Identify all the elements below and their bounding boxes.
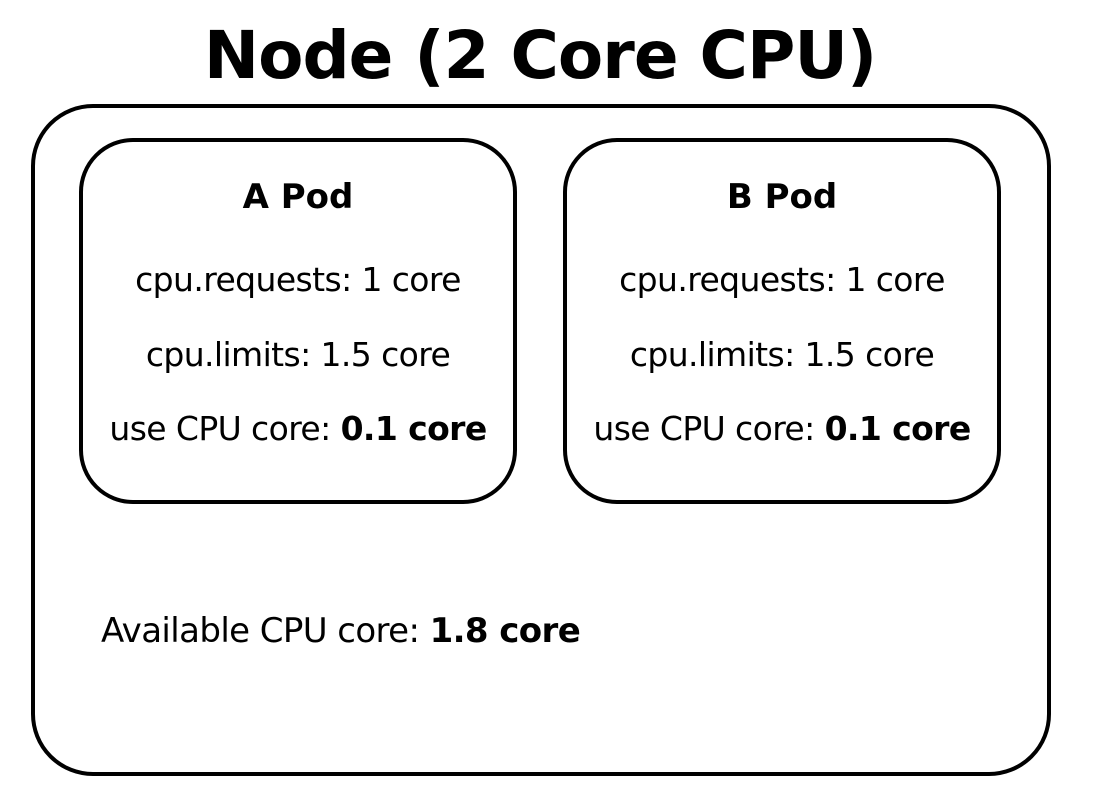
node-box (31, 104, 1051, 776)
pod-a-cpu-usage-label: use CPU core: (109, 409, 341, 448)
pod-a-box: A Pod cpu.requests: 1 core cpu.limits: 1… (79, 138, 517, 504)
pod-a-cpu-limits: cpu.limits: 1.5 core (145, 335, 451, 374)
node-title: Node (2 Core CPU) (203, 17, 877, 94)
pod-a-cpu-usage-value: 0.1 core (340, 409, 488, 448)
pod-a-cpu-usage: use CPU core: 0.1 core (77, 407, 519, 451)
pod-b-title: B Pod (726, 177, 838, 217)
pod-b-cpu-limits: cpu.limits: 1.5 core (629, 335, 935, 374)
pod-b-cpu-usage-label: use CPU core: (593, 409, 825, 448)
pod-b-cpu-usage: use CPU core: 0.1 core (561, 407, 1003, 451)
available-cpu-value: 1.8 core (429, 611, 581, 651)
pod-b-cpu-requests: cpu.requests: 1 core (619, 260, 945, 299)
pod-b-cpu-usage-value: 0.1 core (824, 409, 972, 448)
pod-a-title: A Pod (242, 177, 354, 217)
pod-a-cpu-requests: cpu.requests: 1 core (135, 260, 461, 299)
pod-b-box: B Pod cpu.requests: 1 core cpu.limits: 1… (563, 138, 1001, 504)
available-cpu: Available CPU core: 1.8 core (101, 608, 581, 654)
available-cpu-label: Available CPU core: (101, 611, 430, 651)
